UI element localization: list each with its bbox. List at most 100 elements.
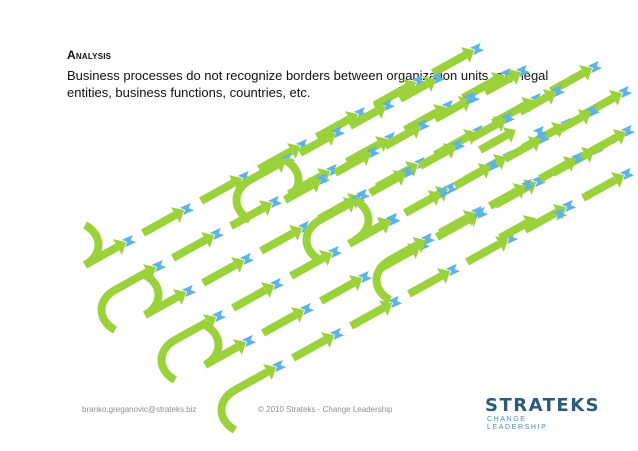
flow-arrow-shaft <box>203 343 240 369</box>
flow-arrow-shaft <box>553 113 584 136</box>
arrow-icon <box>377 217 391 233</box>
hourglass-node-icon <box>295 138 311 152</box>
flow-arrow-shaft <box>403 194 434 217</box>
arrow-icon <box>349 275 363 291</box>
arrow-icon <box>307 177 321 193</box>
arrow-icon <box>259 200 273 216</box>
arrow-icon <box>502 127 516 143</box>
hourglass-node-icon <box>587 60 603 74</box>
arrow-icon <box>357 150 371 166</box>
flow-arrow-shaft <box>438 214 469 237</box>
hourglass-node-icon <box>365 145 381 159</box>
arrow-icon <box>173 289 187 305</box>
flow-arrow-shaft <box>199 179 236 205</box>
hourglass-node-icon <box>535 131 551 145</box>
arrow-icon <box>289 225 303 241</box>
flow-arrow-shaft <box>465 240 502 266</box>
flow-arrow-shaft <box>453 167 484 190</box>
hourglass-node-icon <box>552 207 568 221</box>
flow-arrow-shaft <box>368 174 399 197</box>
arrow-icon <box>562 156 576 172</box>
flow-arrow-shaft <box>483 73 514 96</box>
hourglass-node-icon <box>269 277 285 291</box>
flow-arrow-shaft <box>353 221 384 244</box>
footer-email: branko.greganovic@strateks.biz <box>82 405 197 414</box>
hourglass-node-icon <box>179 202 195 216</box>
flow-arrow-shaft <box>398 80 429 103</box>
arrow-icon <box>437 268 451 284</box>
flow-arrow-shaft <box>83 243 120 269</box>
flow-arrow-shaft <box>488 187 519 210</box>
arrow-icon <box>493 154 507 170</box>
hourglass-node-icon <box>570 151 586 165</box>
hourglass-node-icon <box>237 170 253 184</box>
arrow-icon <box>405 161 419 177</box>
flow-arrow-shaft <box>433 100 464 123</box>
hourglass-node-icon <box>561 199 577 213</box>
arrow-icon <box>407 123 421 139</box>
hourglass-node-icon <box>121 234 137 248</box>
flow-arrow-shaft <box>141 211 178 237</box>
hourglass-node-icon <box>550 84 566 98</box>
flow-arrow-shaft <box>173 318 210 344</box>
hourglass-node-icon <box>330 125 346 139</box>
hourglass-node-icon <box>357 270 373 284</box>
hourglass-node-icon <box>387 295 403 309</box>
slide-title: Analysis <box>67 48 112 62</box>
footer-copyright: © 2010 Strateks - Change Leadership <box>258 405 393 414</box>
arrow-icon <box>233 339 247 355</box>
flow-arrow-shaft <box>478 131 509 154</box>
flow-arrow-shaft <box>261 311 298 337</box>
hourglass-node-icon <box>299 302 315 316</box>
hourglass-node-icon <box>209 227 225 241</box>
arrow-icon <box>392 170 406 186</box>
arrow-icon <box>375 136 389 152</box>
hourglass-node-icon <box>241 334 257 348</box>
hourglass-node-icon <box>485 158 501 172</box>
flow-arrow-shaft <box>143 293 180 319</box>
arrow-icon <box>342 197 356 213</box>
arrow-icon <box>422 76 436 92</box>
flow-curve <box>97 286 118 334</box>
hourglass-node-icon <box>380 98 396 112</box>
arrow-icon <box>201 232 215 248</box>
flow-arrow-shaft <box>333 154 364 177</box>
flow-arrow-shaft <box>348 107 379 130</box>
flow-arrow-shaft <box>319 279 356 305</box>
hourglass-node-icon <box>353 106 369 120</box>
hourglass-node-icon <box>469 42 485 56</box>
hourglass-node-icon <box>271 359 287 373</box>
flow-arrow-shaft <box>581 176 618 202</box>
arrow-icon <box>287 143 301 159</box>
hourglass-node-icon <box>430 71 446 85</box>
arrow-icon <box>457 96 471 112</box>
flow-arrow-shaft <box>201 261 238 287</box>
arrow-icon <box>512 183 526 199</box>
flow-arrow-shaft <box>588 133 619 156</box>
hourglass-node-icon <box>450 138 466 152</box>
arrow-icon <box>427 190 441 206</box>
arrow-icon <box>261 282 275 298</box>
hourglass-node-icon <box>327 245 343 259</box>
hourglass-node-icon <box>329 327 345 341</box>
hourglass-node-icon <box>500 111 516 125</box>
hourglass-node-icon <box>385 212 401 226</box>
hourglass-node-icon <box>325 163 341 177</box>
hourglass-node-icon <box>211 309 227 323</box>
arrow-icon <box>319 250 333 266</box>
hourglass-node-icon <box>585 104 601 118</box>
flow-arrow-shaft <box>383 127 414 150</box>
arrow-icon <box>113 239 127 255</box>
arrow-icon <box>321 332 335 348</box>
arrow-icon <box>527 136 541 152</box>
arrow-icon <box>379 300 393 316</box>
flow-arrow-shaft <box>233 368 270 394</box>
hourglass-node-icon <box>400 165 416 179</box>
arrow-icon <box>372 103 386 119</box>
arrow-icon <box>171 207 185 223</box>
hourglass-node-icon <box>441 99 457 113</box>
arrow-icon <box>322 130 336 146</box>
logo-tagline: CHANGE LEADERSHIP <box>487 416 548 431</box>
flow-arrow-shaft <box>418 147 449 170</box>
